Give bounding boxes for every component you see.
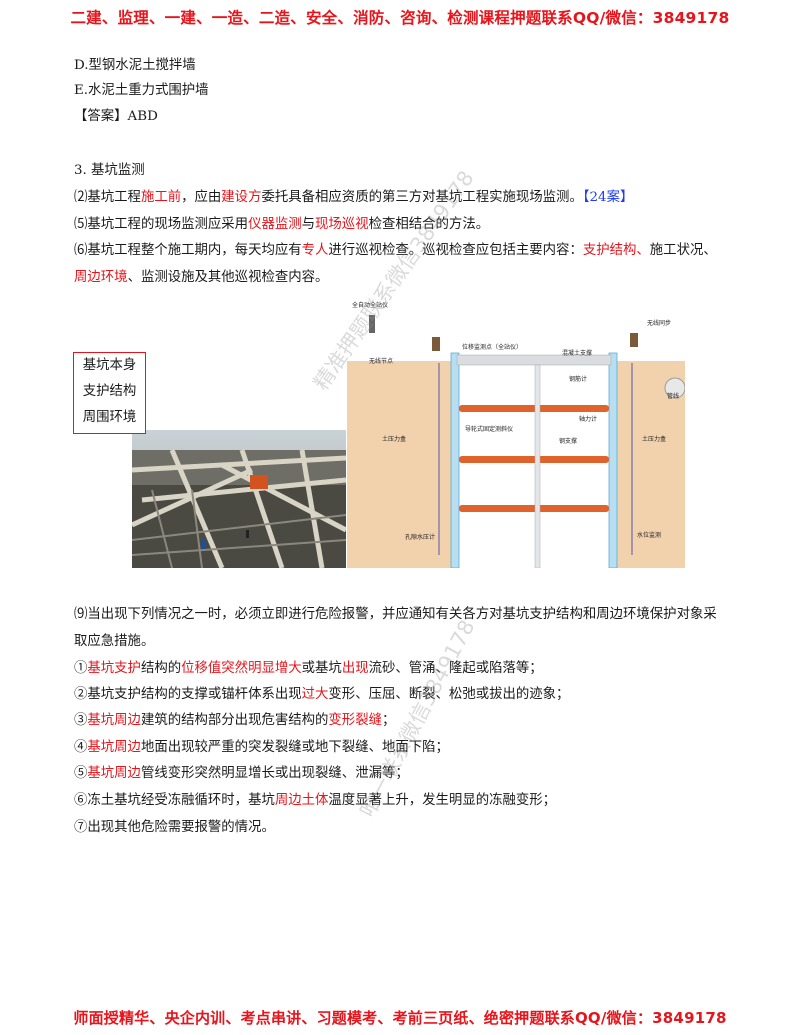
option-d: D.型钢水泥土搅拌墙	[74, 58, 196, 73]
callout-item: 基坑本身	[82, 358, 137, 373]
alarm-item-5: ⑤基坑周边管线变形突然明显增长或出现裂缝、泄漏等；	[74, 766, 409, 781]
pit-monitoring-diagram: 全自动全站仪 无线节点 位移监测点（全站仪） 混凝土支撑 无线同步 钢筋计 轴力…	[347, 293, 685, 568]
concrete-support-beam	[456, 354, 612, 366]
option-e: E.水泥土重力式围护墙	[74, 83, 209, 98]
label-concrete-support: 混凝土支撑	[562, 349, 592, 357]
paragraph-6-line-1: ⑹基坑工程整个施工期内，每天均应有专人进行巡视检查。巡视检查应包括主要内容：支护…	[74, 243, 717, 258]
paragraph-2: ⑵基坑工程施工前，应由建设方委托具备相应资质的第三方对基坑工程实施现场监测。【2…	[74, 190, 634, 205]
label-earth-pressure-left: 土压力盒	[382, 435, 406, 443]
lattice-column	[534, 364, 541, 568]
callout-box: 基坑本身 支护结构 周围环境	[73, 352, 146, 434]
paragraph-9-line-1: ⑼当出现下列情况之一时，必须立即进行危险报警，并应通知有关各方对基坑支护结构和周…	[74, 607, 717, 622]
label-pipeline: 管线	[667, 392, 679, 400]
label-steel-support: 钢支撑	[559, 437, 577, 445]
section-title: 3. 基坑监测	[74, 163, 145, 178]
left-soil	[347, 361, 457, 568]
wireless-node-box	[432, 337, 440, 351]
alarm-item-3: ③基坑周边建筑的结构部分出现危害结构的变形裂缝；	[74, 713, 396, 728]
page-footer-banner: 师面授精华、央企内训、考点串讲、习题模考、考前三页纸、绝密押题联系QQ/微信：3…	[73, 1009, 727, 1027]
label-wireless-sync: 无线同步	[647, 319, 671, 327]
left-retaining-wall	[450, 352, 460, 568]
alarm-item-6: ⑥冻土基坑经受冻融循环时，基坑周边土体温度显著上升，发生明显的冻融变形；	[74, 793, 557, 808]
foundation-pit-photo	[132, 430, 346, 568]
callout-item: 支护结构	[82, 384, 137, 399]
steel-support-1	[459, 405, 609, 412]
label-earth-pressure-right: 土压力盒	[642, 435, 666, 443]
label-total-station: 全自动全站仪	[352, 301, 388, 309]
steel-support-3	[459, 505, 609, 512]
label-axial-force-meter: 轴力计	[579, 415, 597, 423]
label-rebar-meter: 钢筋计	[569, 375, 587, 383]
right-retaining-wall	[608, 352, 618, 568]
pipeline-circle	[664, 377, 685, 399]
alarm-item-2: ②基坑支护结构的支撑或锚杆体系出现过大变形、压屈、断裂、松弛或拔出的迹象；	[74, 687, 570, 702]
paragraph-5: ⑸基坑工程的现场监测应采用仪器监测与现场巡视检查相结合的方法。	[74, 217, 490, 232]
page-header-banner: 二建、监理、一建、一造、二造、安全、消防、咨询、检测课程押题联系QQ/微信：38…	[70, 9, 730, 27]
steel-support-2	[459, 456, 609, 463]
label-guided-inclinometer: 导轮式固定测斜仪	[465, 425, 513, 433]
paragraph-9-line-2: 取应急措施。	[74, 634, 155, 649]
paragraph-6-line-2: 周边环境、监测设施及其他巡视检查内容。	[74, 270, 329, 285]
label-pore-pressure: 孔隙水压计	[405, 533, 435, 541]
alarm-item-4: ④基坑周边地面出现较严重的突发裂缝或地下裂缝、地面下陷；	[74, 740, 449, 755]
alarm-item-1: ①基坑支护结构的位移值突然明显增大或基坑出现流砂、管涌、隆起或陷落等；	[74, 661, 543, 676]
alarm-item-7: ⑦出现其他危险需要报警的情况。	[74, 820, 275, 835]
label-water-level: 水位监测	[637, 531, 661, 539]
callout-item: 周围环境	[82, 410, 137, 425]
answer-line: 【答案】ABD	[74, 109, 158, 124]
label-wireless-node: 无线节点	[369, 357, 393, 365]
total-station-mount	[369, 315, 375, 333]
label-displacement-point: 位移监测点（全站仪）	[462, 343, 522, 351]
